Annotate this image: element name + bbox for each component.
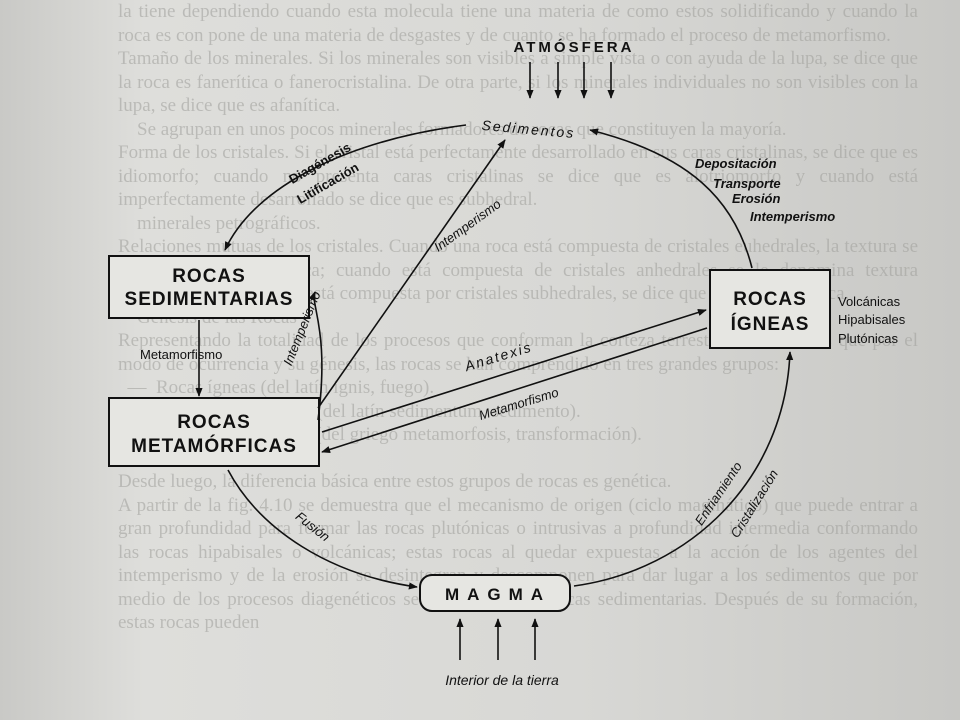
cooling-arrow — [573, 351, 794, 587]
magma-box: MAGMA — [419, 574, 571, 612]
transporte-label: Transporte — [713, 176, 781, 191]
metamorficas-line2: METAMÓRFICAS — [131, 435, 297, 457]
igneous-type-volcanicas: Volcánicas — [838, 294, 901, 309]
intemperismo-upper-arrow — [317, 139, 506, 409]
fusion-label: Fusión — [293, 509, 333, 545]
anatexis-arrow — [321, 309, 707, 433]
fusion-arrow — [227, 469, 418, 590]
rocas-sedimentarias-box: ROCAS SEDIMENTARIAS — [108, 255, 310, 319]
igneas-line1: ROCAS — [733, 289, 807, 310]
intemperismo-lower-arrow — [308, 291, 323, 421]
rocas-igneas-box: ROCAS ÍGNEAS — [709, 269, 831, 349]
magma-label: MAGMA — [445, 585, 551, 604]
weathering-arrow — [589, 128, 753, 269]
sedimentarias-line1: ROCAS — [172, 266, 246, 287]
diagenesis-arrow — [224, 124, 467, 251]
intemperismo-right-label: Intemperismo — [750, 209, 835, 224]
rocas-metamorficas-box: ROCAS METAMÓRFICAS — [108, 397, 320, 467]
igneous-type-plutonicas: Plutónicas — [838, 331, 898, 346]
igneous-type-hipabisales: Hipabisales — [838, 312, 906, 327]
intemperismo-upper-label: Intemperismo — [431, 196, 504, 254]
sedimentos-label: Sedimentos — [481, 117, 576, 141]
metamorfismo-left-label: Metamorfismo — [140, 347, 222, 362]
metamorficas-line1: ROCAS — [177, 412, 251, 433]
erosion-label: Erosión — [732, 191, 780, 206]
igneas-line2: ÍGNEAS — [731, 313, 810, 335]
earth-interior-arrows — [456, 618, 539, 660]
metamorfismo-diag-arrow — [321, 327, 708, 453]
atmosphere-label: ATMÓSFERA — [514, 38, 635, 56]
metamorfismo-diag-label: Metamorfismo — [477, 384, 560, 422]
depositacion-label: Depositación — [695, 156, 777, 171]
earth-interior-label: Interior de la tierra — [445, 672, 559, 688]
sedimentarias-line2: SEDIMENTARIAS — [125, 289, 294, 310]
anatexis-label: Anatexis — [462, 338, 534, 374]
atmosphere-arrows — [526, 62, 615, 99]
